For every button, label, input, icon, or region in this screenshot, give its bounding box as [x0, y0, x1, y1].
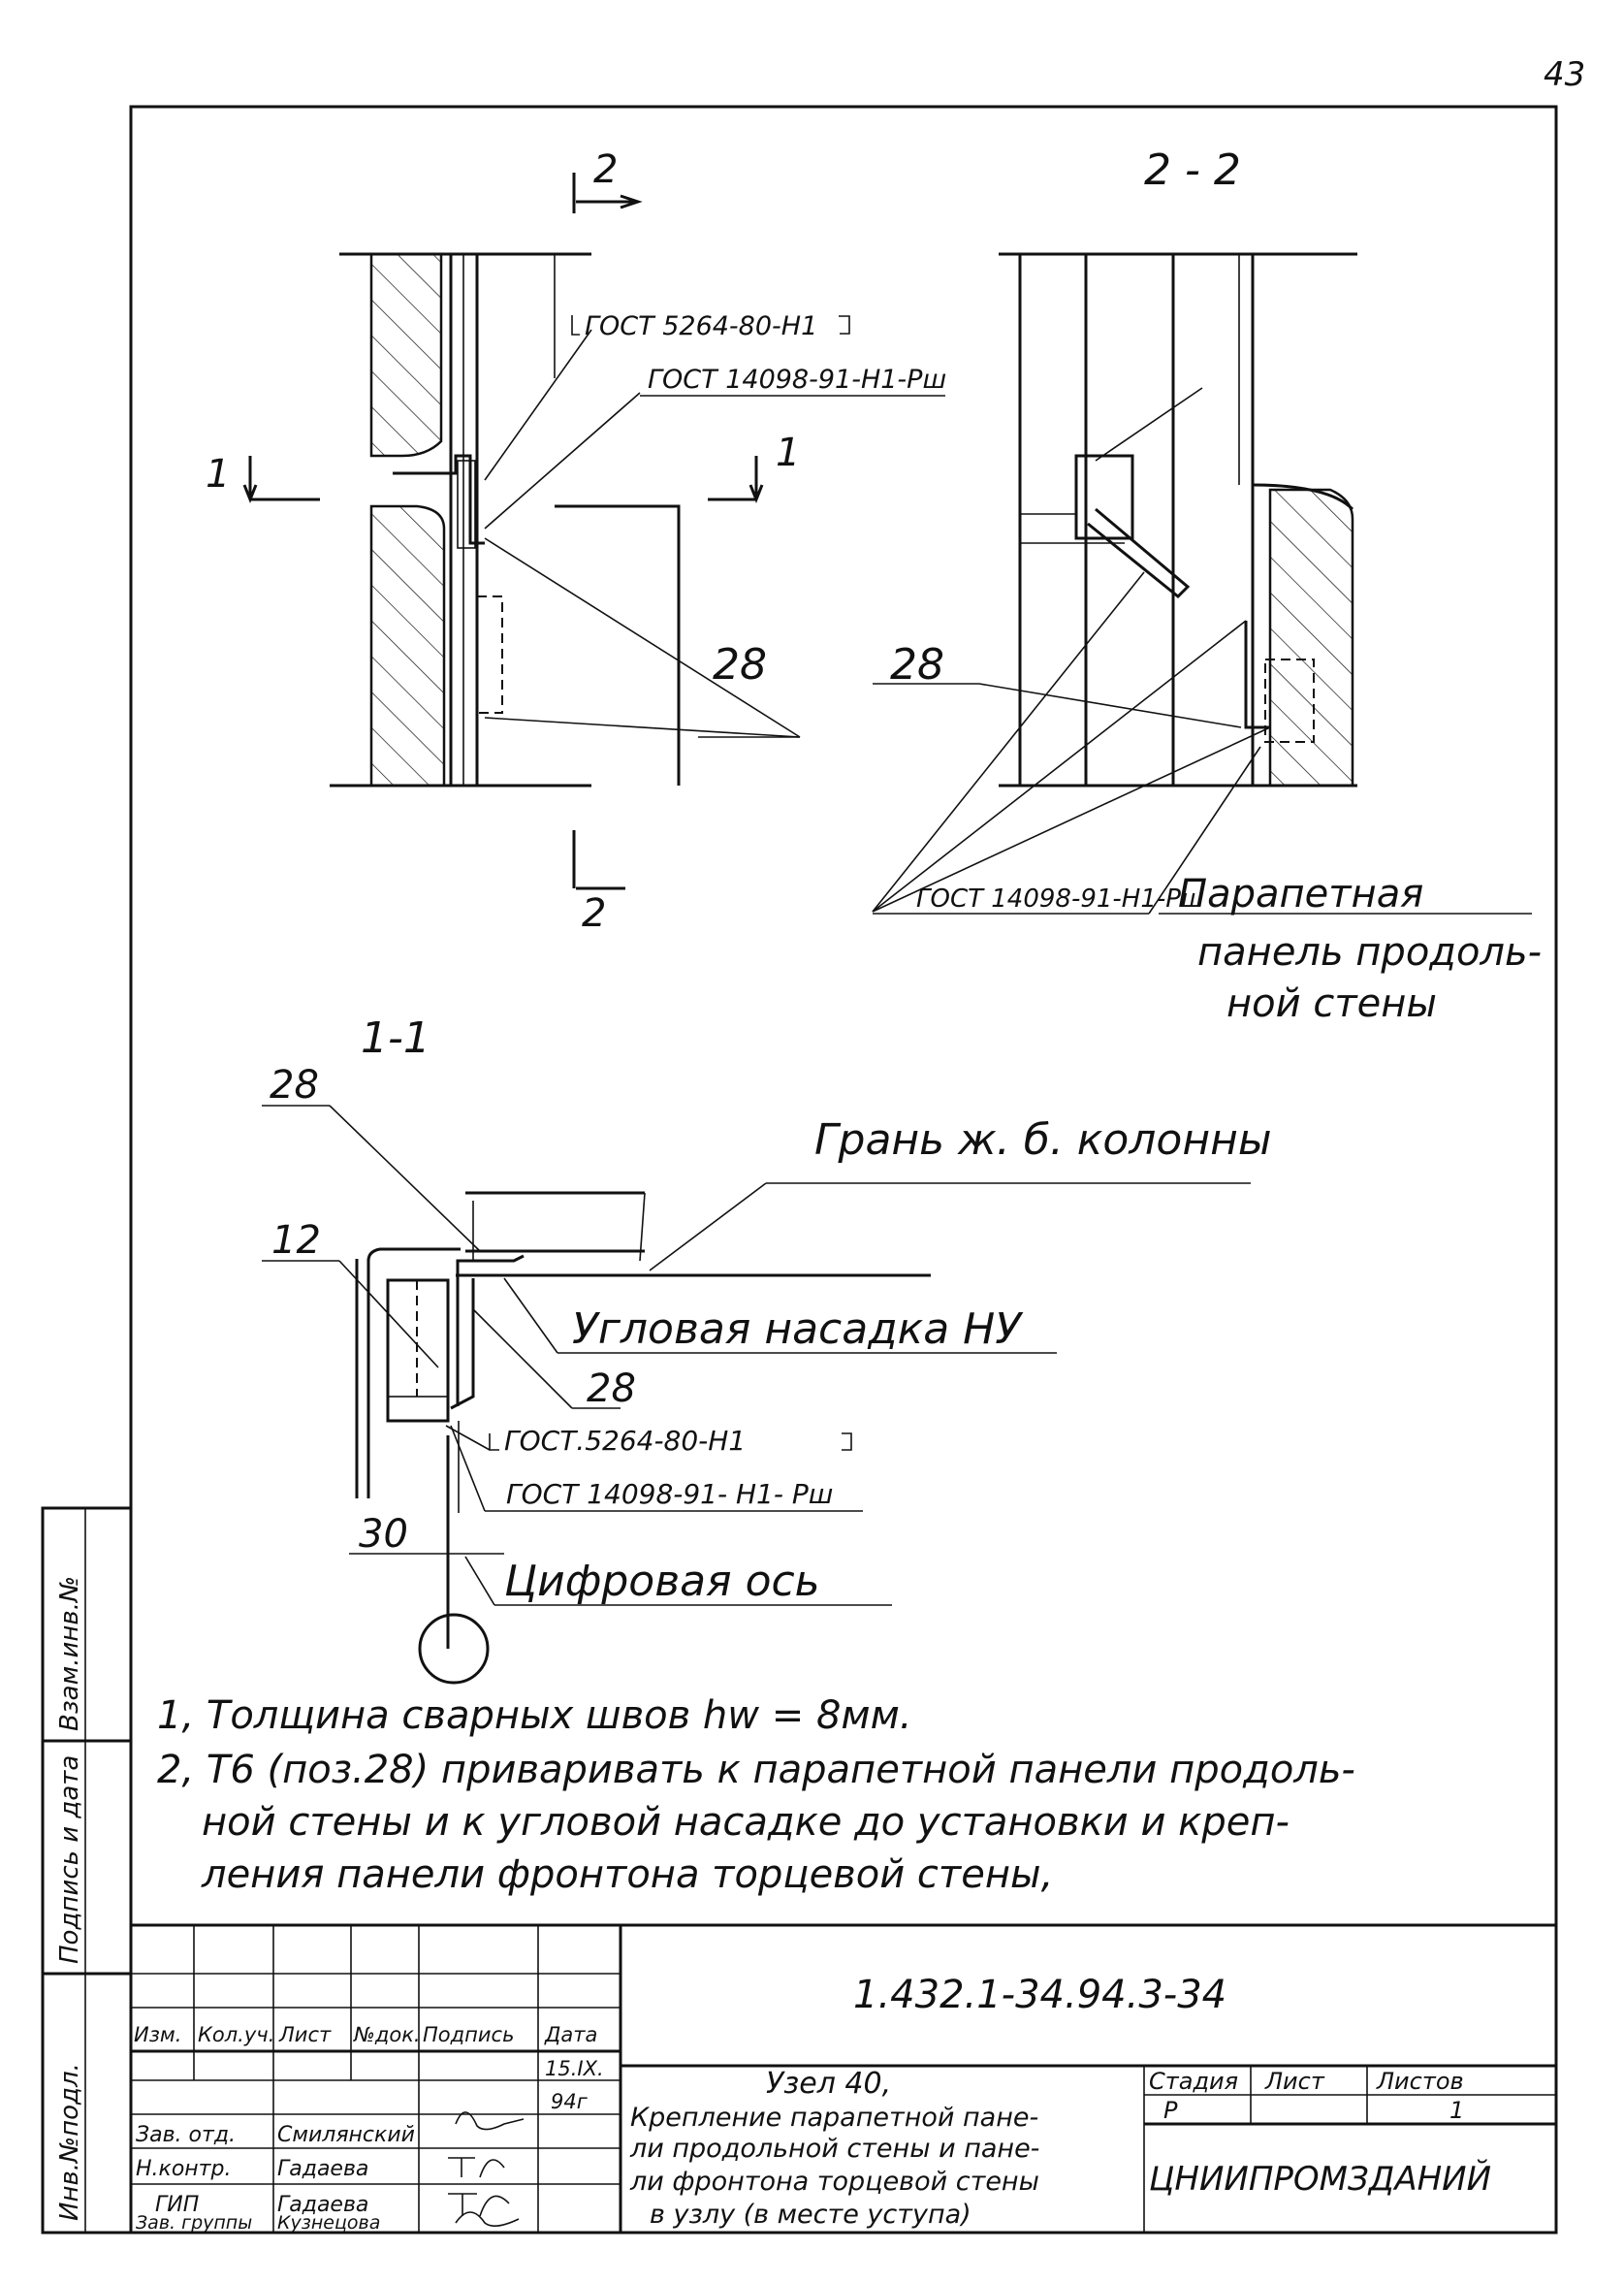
desc-line-2: Крепление парапетной пане-	[630, 2103, 1038, 2133]
callout-28-bottom: 28	[587, 1367, 636, 1411]
desc-line-3: ли продольной стены и пане-	[629, 2134, 1039, 2164]
role-3: ГИП	[155, 2193, 199, 2217]
parapet-panel-label-line-1: Парапетная	[1178, 872, 1423, 916]
axis-label: Цифровая ось	[504, 1557, 820, 1606]
parapet-panel-label-line-2: панель продоль-	[1197, 930, 1542, 975]
signature-2	[448, 2157, 505, 2178]
note-1: 1, Толщина сварных швов hw = 8мм.	[157, 1693, 911, 1738]
title-block: 1.432.1-34.94.3-34 Изм. Кол.уч. Лист №до…	[131, 1923, 1556, 2234]
section-1-1-title: 1-1	[361, 1013, 430, 1063]
section-elevation: 2 2 1 1 ГОСТ 5264-80-Н1 ГОСТ 14098-91-Н1…	[206, 147, 946, 936]
corner-nozzle-label: Угловая насадка НУ	[572, 1304, 1024, 1354]
role-4: Зав. группы	[136, 2212, 252, 2234]
sheet-label: Лист	[1264, 2068, 1325, 2095]
signature-3	[448, 2193, 510, 2217]
cut-mark-right-label: 1	[776, 431, 800, 475]
section-2-2-title: 2 - 2	[1144, 145, 1241, 195]
hatched-wall-lower	[369, 504, 446, 788]
gost-weld-label-1-1-2: ГОСТ 14098-91- Н1- Рш	[506, 1478, 833, 1510]
name-3: Гадаева	[277, 2193, 368, 2217]
stage-value: Р	[1163, 2097, 1178, 2124]
header-list: Лист	[278, 2023, 332, 2046]
note-3: ной стены и к угловой насадке до установ…	[202, 1800, 1290, 1845]
cut-mark-left-label: 1	[206, 452, 230, 497]
name-1: Смилянский	[277, 2123, 415, 2147]
gost-weld-label-1: ГОСТ 5264-80-Н1	[585, 311, 817, 341]
stage-label: Стадия	[1149, 2068, 1238, 2095]
date-value-1: 15.IX.	[545, 2057, 604, 2080]
sheets-label: Листов	[1376, 2068, 1464, 2095]
callout-12: 12	[271, 1218, 321, 1263]
name-4: Кузнецова	[277, 2212, 380, 2234]
hatched-wall-2-2	[1268, 488, 1354, 788]
organization: ЦНИИПРОМЗДАНИЙ	[1149, 2159, 1491, 2199]
side-stamp-cell-3: Инв.№подл.	[55, 2063, 84, 2221]
signature-4	[455, 2211, 520, 2227]
role-2: Н.контр.	[136, 2157, 231, 2181]
doc-code: 1.432.1-34.94.3-34	[853, 1973, 1226, 2017]
header-data: Дата	[544, 2023, 597, 2046]
page-number: 43	[1544, 55, 1585, 94]
header-n-dok: №док.	[353, 2023, 421, 2046]
header-podpis: Подпись	[423, 2023, 514, 2046]
notes-block: 1, Толщина сварных швов hw = 8мм. 2, Т6 …	[157, 1693, 1355, 1897]
desc-line-5: в узлу (в месте уступа)	[650, 2200, 971, 2230]
date-value-2: 94г	[551, 2090, 589, 2113]
parapet-panel-label-line-3: ной стены	[1226, 981, 1437, 1026]
desc-line-4: ли фронтона торцевой стены	[629, 2167, 1039, 2197]
column-face-label: Грань ж. б. колонны	[814, 1115, 1272, 1165]
note-4: ления панели фронтона торцевой стены,	[201, 1852, 1053, 1897]
dimension-30: 30	[359, 1512, 408, 1557]
callout-28-elevation: 28	[713, 640, 767, 690]
note-2: 2, Т6 (поз.28) приваривать к парапетной …	[157, 1748, 1355, 1792]
side-stamp-cell-1: Взам.инв.№	[55, 1576, 84, 1731]
header-izm: Изм.	[134, 2023, 181, 2046]
sheets-value: 1	[1449, 2097, 1464, 2124]
hatched-wall-upper	[369, 252, 443, 458]
desc-line-1: Узел 40,	[766, 2067, 891, 2101]
sheet-frame	[129, 105, 1558, 2235]
cut-mark-bottom-label: 2	[582, 891, 606, 936]
section-2-2: 2 - 2 28 ГОСТ 14098-91-Н1-Рш Парапетная …	[872, 145, 1542, 1026]
gost-label-2-2: ГОСТ 14098-91-Н1-Рш	[916, 884, 1204, 914]
side-stamp: Взам.инв.№ Подпись и дата Инв.№подл.	[41, 1506, 133, 2235]
header-kol-uch: Кол.уч.	[198, 2023, 274, 2046]
section-1-1: 1-1 28 12 Грань ж. б. колонны Угловая на…	[262, 1013, 1272, 1685]
name-2: Гадаева	[277, 2157, 368, 2181]
callout-28-section-2-2: 28	[890, 640, 944, 690]
role-1: Зав. отд.	[136, 2123, 236, 2147]
side-stamp-cell-2: Подпись и дата	[55, 1755, 84, 1964]
callout-28-top: 28	[270, 1063, 319, 1108]
gost-weld-label-1-1-1: ГОСТ.5264-80-Н1	[504, 1425, 746, 1457]
axis-marker	[418, 1613, 490, 1685]
gost-weld-label-2: ГОСТ 14098-91-Н1-Рш	[648, 365, 946, 395]
signature-1	[455, 2111, 525, 2131]
cut-mark-top-label: 2	[593, 147, 618, 192]
